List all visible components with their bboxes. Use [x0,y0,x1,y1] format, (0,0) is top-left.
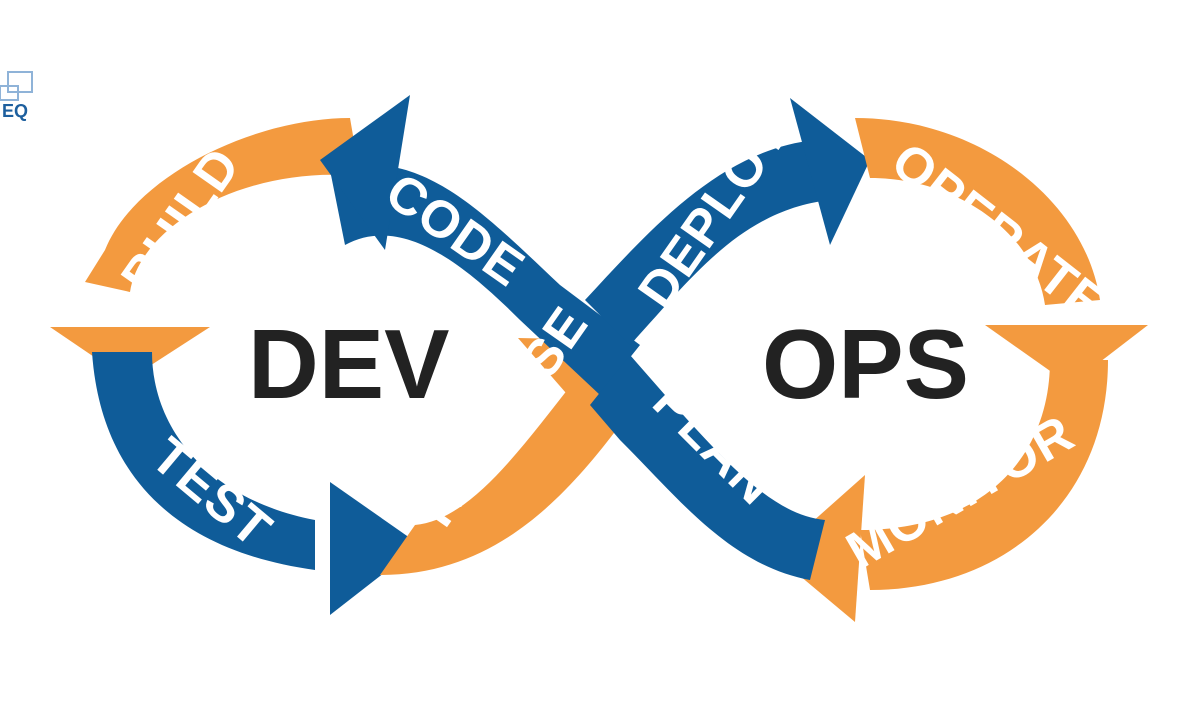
test-arrowhead [330,482,420,615]
operate-arrowhead [985,325,1148,385]
release-arrow [380,380,620,575]
deploy-arrow [585,140,830,345]
monitor-arrowhead [775,475,865,622]
test-arrow [92,352,315,570]
dev-title: DEV [248,309,450,419]
logo-outline-icon [7,71,33,93]
code-arrow [330,164,640,395]
plan-arrow [590,355,825,580]
code-arrowhead [320,95,410,250]
deploy-arrowhead [790,98,870,245]
logo-inner-icon [0,85,19,101]
ops-title: OPS [762,309,969,419]
build-arrow [85,118,360,292]
operate-arrow [855,118,1100,305]
logo-text: EQ [2,101,28,121]
monitor-arrow [860,360,1108,590]
logo: EQ [0,71,33,121]
